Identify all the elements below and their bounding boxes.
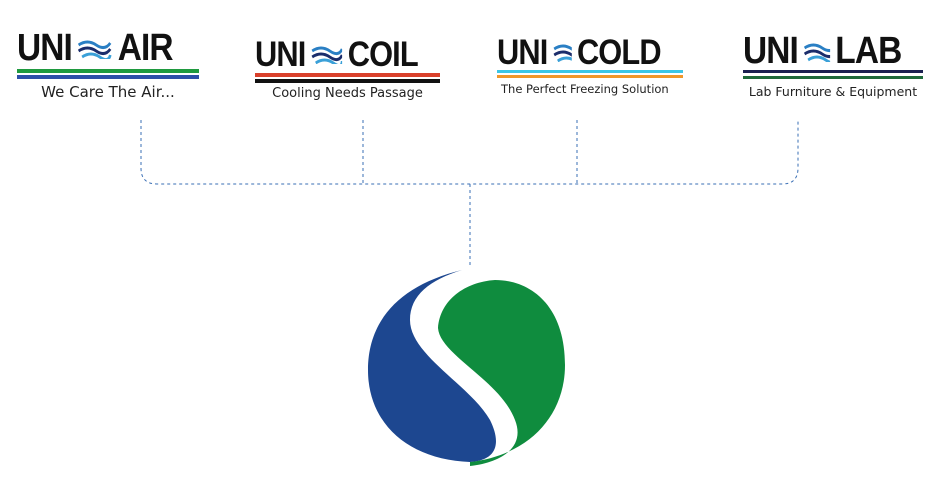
brand-prefix: UNI xyxy=(497,32,548,72)
parent-s-logo xyxy=(368,270,565,466)
brand-suffix: LAB xyxy=(835,30,902,72)
brand-bar xyxy=(743,76,923,79)
brand-suffix: AIR xyxy=(117,27,174,69)
brand-tagline: The Perfect Freezing Solution xyxy=(501,82,669,96)
brand-logo-uni-cold: UNI COLD The Perfect Freezing Solution xyxy=(497,32,683,96)
brand-prefix: UNI xyxy=(17,27,73,69)
brand-bar xyxy=(497,75,683,78)
brand-logo-uni-air: UNI AIR We Care The Air... xyxy=(17,27,199,101)
connector-bracket xyxy=(140,120,799,185)
brand-prefix: UNI xyxy=(255,34,306,74)
wave-icon xyxy=(311,46,343,64)
wave-icon xyxy=(78,40,112,59)
brand-tagline: We Care The Air... xyxy=(41,83,175,101)
brand-tagline: Cooling Needs Passage xyxy=(272,86,423,101)
wave-icon xyxy=(553,44,572,62)
brand-logo-uni-coil: UNI COIL Cooling Needs Passage xyxy=(255,34,440,101)
brand-suffix: COIL xyxy=(347,34,419,74)
brand-bar xyxy=(497,70,683,73)
wave-icon xyxy=(804,43,831,62)
brand-bar xyxy=(743,70,923,73)
brand-tagline: Lab Furniture & Equipment xyxy=(748,84,918,99)
brand-prefix: UNI xyxy=(743,30,799,72)
brand-bar xyxy=(17,69,199,73)
brand-suffix: COLD xyxy=(576,32,662,72)
brand-bar xyxy=(255,79,440,83)
brand-bar xyxy=(17,75,199,79)
brand-logo-uni-lab: UNI LAB Lab Furniture & Equipment xyxy=(743,30,923,99)
brand-bar xyxy=(255,73,440,77)
